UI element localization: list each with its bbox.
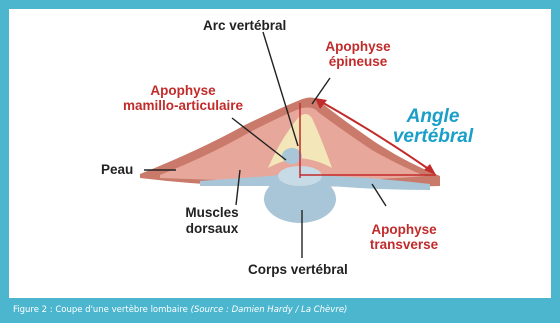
- label-angle-vertebral: Angle vertébral: [378, 107, 488, 147]
- label-apophyse-transverse: Apophyse transverse: [358, 222, 450, 252]
- caption-text: Figure 2 : Coupe d'une vertèbre lombaire: [13, 305, 191, 315]
- label-muscles-dorsaux: Muscles dorsaux: [178, 205, 246, 237]
- label-peau: Peau: [101, 162, 133, 177]
- mamillo-articulaire-shape: [282, 148, 302, 164]
- caption-source: (Source : Damien Hardy / La Chèvre): [191, 305, 348, 315]
- label-apophyse-epineuse: Apophyse épineuse: [318, 39, 398, 69]
- label-corps-vertebral: Corps vertébral: [248, 262, 348, 277]
- label-arc-vertebral: Arc vertébral: [203, 18, 286, 33]
- vertebra-cross-section: [0, 0, 560, 300]
- diagram: Arc vertébral Apophyse épineuse Apophyse…: [0, 0, 560, 300]
- figure-caption: Figure 2 : Coupe d'une vertèbre lombaire…: [0, 298, 560, 323]
- label-apophyse-mamillo: Apophyse mamillo-articulaire: [118, 83, 248, 113]
